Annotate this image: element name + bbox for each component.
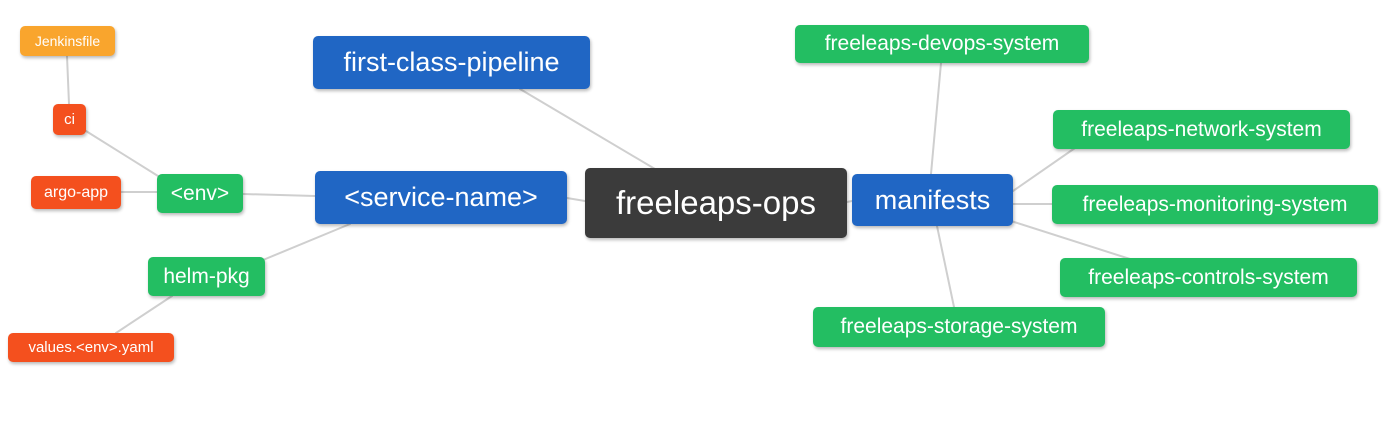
edge-jenkinsfile-ci [66,55,70,105]
edge-helm-pkg-service-name [262,223,351,261]
edge-ci-env [85,130,159,177]
node-argo-app[interactable]: argo-app [31,176,121,209]
node-freeleaps-devops-system[interactable]: freeleaps-devops-system [795,25,1089,63]
node-freeleaps-monitoring-system[interactable]: freeleaps-monitoring-system [1052,185,1378,224]
edge-env-service-name [242,193,316,197]
edge-manifests-storage [936,225,955,308]
node-jenkinsfile[interactable]: Jenkinsfile [20,26,115,56]
node-first-class-pipeline[interactable]: first-class-pipeline [313,36,590,89]
node-ci[interactable]: ci [53,104,86,135]
node-freeleaps-storage-system[interactable]: freeleaps-storage-system [813,307,1105,347]
edge-manifests-devops [930,62,942,175]
edge-helm-pkg-values [115,295,173,334]
node-values-env-yaml[interactable]: values.<env>.yaml [8,333,174,362]
edge-service-name-ops [566,197,586,202]
node-freeleaps-network-system[interactable]: freeleaps-network-system [1053,110,1350,149]
node-freeleaps-ops-root[interactable]: freeleaps-ops [585,168,847,238]
node-env[interactable]: <env> [157,174,243,213]
edge-manifests-network [1012,147,1076,192]
node-helm-pkg[interactable]: helm-pkg [148,257,265,296]
edge-ops-manifests [846,200,853,203]
edge-pipeline-ops [519,88,656,170]
node-freeleaps-controls-system[interactable]: freeleaps-controls-system [1060,258,1357,297]
node-service-name[interactable]: <service-name> [315,171,567,224]
edge-manifests-controls [1010,220,1131,260]
node-manifests[interactable]: manifests [852,174,1013,226]
